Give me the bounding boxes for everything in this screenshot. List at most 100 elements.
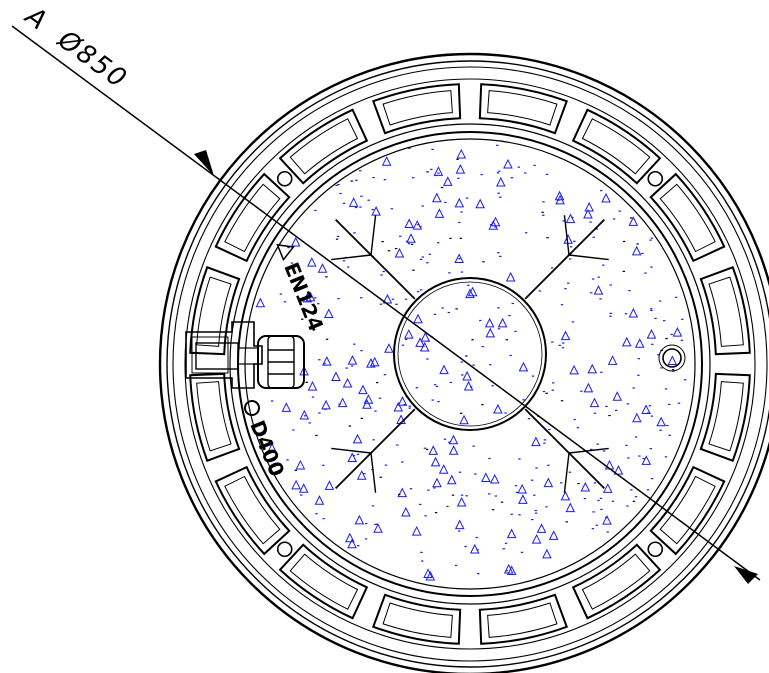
concrete-aggregate (607, 355, 618, 365)
concrete-aggregate (481, 472, 491, 483)
frame-pocket (478, 593, 569, 645)
concrete-dot (390, 208, 393, 210)
concrete-dot (597, 499, 600, 502)
concrete-dot (308, 422, 311, 424)
concrete-dot (561, 347, 565, 349)
concrete-aggregate (317, 263, 328, 273)
concrete-aggregate (583, 208, 593, 219)
concrete-aggregate (291, 479, 301, 490)
concrete-dot (573, 240, 576, 242)
concrete-dot (642, 457, 645, 460)
concrete-dot (622, 270, 626, 272)
concrete-dot (577, 482, 580, 485)
concrete-dot (279, 293, 283, 295)
concrete-dot (297, 265, 300, 267)
concrete-aggregate (397, 487, 408, 498)
frame-pocket-inner (289, 553, 359, 610)
concrete-aggregate (420, 331, 431, 342)
concrete-aggregate (631, 245, 642, 256)
concrete-dot (322, 464, 325, 466)
concrete-dot (379, 303, 383, 305)
section-letter: A (18, 0, 53, 37)
concrete-dot (430, 168, 433, 170)
concrete-dot (567, 282, 570, 284)
concrete-dot (530, 518, 534, 521)
bolt-boss (647, 541, 664, 558)
hub-radial-ribs (331, 215, 609, 493)
concrete-dot (542, 390, 546, 393)
concrete-dot (557, 199, 560, 201)
concrete-dot (650, 308, 653, 310)
concrete-dot (460, 211, 463, 213)
concrete-dot (427, 489, 430, 491)
concrete-aggregate (307, 380, 318, 391)
concrete-dot (465, 355, 468, 357)
concrete-dot (491, 385, 494, 387)
concrete-dot (467, 284, 470, 286)
concrete-aggregate (667, 355, 678, 366)
concrete-aggregate (583, 382, 594, 393)
concrete-dot (449, 381, 453, 384)
concrete-dot (465, 197, 469, 199)
frame-pocket (278, 108, 369, 185)
concrete-dot (502, 548, 505, 550)
concrete-dot (391, 298, 395, 300)
hub-rib (524, 219, 605, 300)
concrete-dot (374, 523, 377, 526)
frame-pocket (699, 265, 751, 356)
frame-pocket-inner (196, 381, 232, 452)
concrete-dot (335, 184, 338, 186)
concrete-dot (323, 363, 326, 365)
concrete-dot (681, 318, 684, 320)
concrete-dot (505, 339, 509, 341)
concrete-aggregate (342, 377, 353, 388)
concrete-dot (345, 367, 348, 369)
concrete-dot (680, 339, 684, 341)
concrete-dot (408, 147, 411, 149)
concrete-dot (360, 417, 364, 419)
concrete-aggregate (497, 317, 508, 328)
concrete-dot (609, 312, 613, 314)
concrete-aggregate (305, 291, 316, 302)
concrete-dot (354, 206, 358, 209)
concrete-aggregate (517, 483, 527, 494)
concrete-aggregate (554, 190, 565, 201)
concrete-dot (474, 473, 477, 475)
concrete-dot (353, 343, 356, 345)
concrete-dot (404, 338, 408, 341)
concrete-dot (573, 418, 576, 421)
concrete-dot (591, 278, 595, 280)
concrete-dot (290, 262, 294, 264)
concrete-dot (397, 493, 401, 496)
concrete-dot (683, 379, 687, 381)
concrete-aggregate (454, 519, 465, 530)
concrete-dot (545, 173, 549, 175)
concrete-dot (318, 412, 321, 414)
frame-pocket-inner (708, 381, 744, 452)
concrete-aggregate (612, 391, 623, 401)
concrete-dot (415, 387, 419, 389)
concrete-dot (363, 472, 366, 475)
concrete-dot (338, 403, 341, 405)
concrete-dot (435, 385, 439, 388)
concrete-dot (629, 217, 633, 219)
hub-rib-branch (568, 447, 609, 454)
concrete-aggregate (455, 164, 466, 174)
concrete-dot (590, 448, 593, 450)
concrete-dot (426, 171, 429, 173)
concrete-dot (497, 192, 500, 194)
concrete-dot (634, 496, 638, 498)
concrete-dot (547, 464, 550, 466)
concrete-dot (443, 438, 447, 440)
concrete-dot (461, 374, 464, 376)
concrete-aggregate (419, 341, 430, 352)
frame-pocket-inner (581, 118, 651, 175)
concrete-dot (481, 404, 484, 406)
concrete-dot (403, 403, 406, 406)
concrete-dot (497, 307, 500, 309)
concrete-aggregate (394, 247, 405, 258)
concrete-dot (624, 313, 628, 315)
concrete-dot (591, 528, 595, 530)
concrete-dot (375, 381, 379, 384)
concrete-dot (524, 232, 528, 234)
